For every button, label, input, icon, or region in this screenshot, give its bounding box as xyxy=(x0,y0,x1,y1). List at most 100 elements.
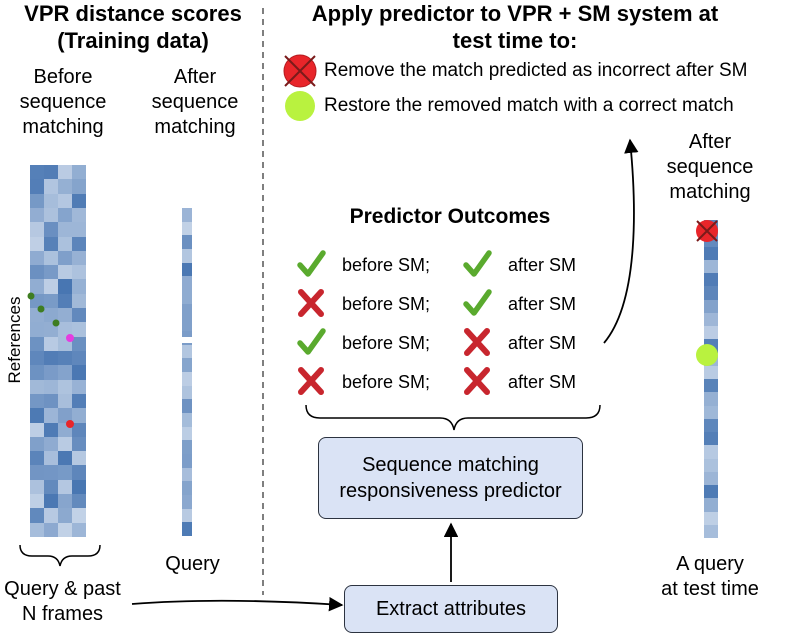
extract-attributes-label: Extract attributes xyxy=(375,598,527,620)
left-title-line2: (Training data) xyxy=(57,28,209,53)
heatmap-cell xyxy=(58,222,72,237)
before-sm-label: Before sequence matching xyxy=(8,65,118,140)
heatmap-cell xyxy=(58,508,72,523)
right-title: Apply predictor to VPR + SM system at te… xyxy=(270,0,760,54)
heatmap-cell xyxy=(704,418,718,432)
heatmap-cell xyxy=(72,279,86,294)
heatmap-cell xyxy=(182,508,192,523)
test-query-label: A query at test time xyxy=(650,552,770,602)
query-label: Query xyxy=(165,553,220,575)
heatmap-cell xyxy=(44,494,58,509)
outcomes-title: Predictor Outcomes xyxy=(349,205,551,228)
outcome-after-text: after SM xyxy=(508,333,577,353)
heatmap-cell xyxy=(30,279,44,294)
test-after-sm-label: After sequence matching xyxy=(655,130,765,205)
heatmap-cell xyxy=(44,465,58,480)
heatmap-cell xyxy=(58,165,72,180)
query-past-label: Query & past N frames xyxy=(0,577,125,627)
heatmap-cell xyxy=(30,379,44,394)
test-after-label-line2: sequence xyxy=(666,156,754,178)
predictor-box-line1: Sequence matching xyxy=(362,454,539,476)
heatmap-cell xyxy=(58,365,72,380)
heatmap-cell xyxy=(704,458,718,472)
heatmap-cell xyxy=(72,379,86,394)
heatmap-cell xyxy=(72,207,86,223)
heatmap-cell xyxy=(30,479,44,495)
heatmap-cell xyxy=(30,179,44,194)
heatmap-cell xyxy=(58,293,72,309)
heatmap-cell xyxy=(72,250,86,266)
heatmap-cell xyxy=(58,379,72,394)
heatmap-cell xyxy=(182,522,192,536)
heatmap-cell xyxy=(72,265,86,280)
heatmap-cell xyxy=(44,351,58,366)
legend-remove-text: Remove the match predicted as incorrect … xyxy=(324,60,748,81)
heatmap-cell xyxy=(58,451,72,466)
heatmap-cell xyxy=(182,481,192,495)
heatmap-cell xyxy=(72,522,86,537)
heatmap-cell xyxy=(704,524,718,538)
test-query-label-line2: at test time xyxy=(661,578,759,600)
heatmap-cell xyxy=(182,467,192,482)
before-sm-label-line3: matching xyxy=(22,116,104,138)
heatmap-cell xyxy=(44,379,58,394)
after-sm-label-line2: sequence xyxy=(151,91,239,113)
heatmap-cell xyxy=(30,265,44,280)
heatmap-cell xyxy=(30,193,44,208)
heatmap-cell xyxy=(30,408,44,423)
heatmap-cell xyxy=(72,365,86,380)
before-sm-heatmap xyxy=(30,165,86,537)
heatmap-cell xyxy=(44,279,58,294)
heatmap-cell xyxy=(30,322,44,337)
brace-before-sm xyxy=(19,544,101,567)
cross-icon xyxy=(296,288,326,323)
heatmap-cell xyxy=(58,207,72,223)
heatmap-cell xyxy=(58,322,72,337)
heatmap-cell xyxy=(182,385,192,400)
heatmap-cell xyxy=(182,276,192,290)
outcome-after-text: after SM xyxy=(508,294,577,314)
heatmap-cell xyxy=(58,393,72,409)
heatmap-cell xyxy=(44,308,58,323)
heatmap-cell xyxy=(704,432,718,446)
heatmap-cell xyxy=(44,293,58,309)
heatmap-cell xyxy=(182,454,192,468)
heatmap-cell xyxy=(182,303,192,318)
right-title-line2: test time to: xyxy=(452,28,578,53)
right-title-line1: Apply predictor to VPR + SM system at xyxy=(311,1,719,26)
heatmap-cell xyxy=(72,322,86,337)
after-sm-label-line1: After xyxy=(173,66,217,88)
after-sm-heatmap xyxy=(182,208,192,536)
query-past-label-line2: N frames xyxy=(21,603,104,625)
heatmap-cell xyxy=(704,471,718,485)
predictor-box: Sequence matching responsiveness predict… xyxy=(318,437,583,519)
outcome-after-text: after SM xyxy=(508,255,577,275)
heatmap-cell xyxy=(182,290,192,304)
heatmap-cell xyxy=(58,494,72,509)
legend-red-cross-marker xyxy=(283,54,317,88)
test-after-label-line3: matching xyxy=(669,181,751,203)
heatmap-cell xyxy=(58,436,72,452)
legend-restore-text: Restore the removed match with a correct… xyxy=(324,95,734,116)
heatmap-cell xyxy=(72,336,86,351)
check-icon xyxy=(296,327,326,362)
heatmap-cell xyxy=(30,522,44,537)
heatmap-cell xyxy=(72,393,86,409)
arrow-to-extract xyxy=(131,596,344,612)
heatmap-cell xyxy=(182,208,192,222)
heatmap-cell xyxy=(30,165,44,180)
heatmap-cell xyxy=(30,351,44,366)
heatmap-cell xyxy=(704,259,718,273)
test-red-cross-marker xyxy=(696,220,718,242)
heatmap-cell xyxy=(182,235,192,249)
green-point xyxy=(27,292,35,300)
heatmap-cell xyxy=(30,451,44,466)
heatmap-cell xyxy=(30,250,44,266)
heatmap-cell xyxy=(58,236,72,251)
heatmap-cell xyxy=(72,408,86,423)
heatmap-cell xyxy=(182,399,192,413)
heatmap-cell xyxy=(704,511,718,525)
outcome-before-text: before SM; xyxy=(342,333,431,353)
outcome-before-text: before SM; xyxy=(342,255,431,275)
